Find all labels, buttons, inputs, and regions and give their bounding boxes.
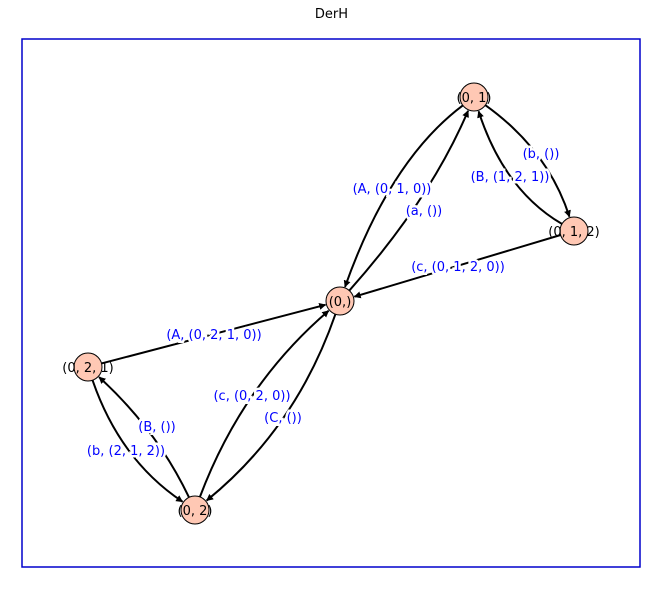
edge-labels-layer: (A, (0, 1, 0))(A, (0, 1, 0))(a, ())(a, (…: [84, 145, 561, 462]
edge-label: (B, (1, 2, 1)): [471, 170, 550, 185]
edge-label-halo: (B, ()): [138, 420, 175, 435]
edge-label-halo: (c, (0, 1, 2, 0)): [411, 260, 505, 275]
node-label: (0,): [329, 295, 352, 310]
node-label: (0, 1, 2): [548, 225, 600, 240]
node-circle: [73, 352, 103, 382]
diagram-title: DerH: [314, 7, 349, 22]
edge-label-halo: (b, (2, 1, 2)): [87, 444, 165, 459]
edge-label: (b, (2, 1, 2)): [87, 444, 165, 459]
edge-label-halo: (b, ()): [523, 147, 560, 162]
edge-label-halo: (A, (0, 1, 0)): [353, 182, 432, 197]
edge-label-halo: (a, ()): [406, 204, 443, 219]
node-label: (0, 2): [178, 504, 213, 519]
edge-label: (a, ()): [406, 204, 443, 219]
edge-n02-to-n021: [98, 376, 190, 498]
edge-label-halo: (B, (1, 2, 1)): [471, 170, 550, 185]
node-label: (0, 1): [457, 91, 492, 106]
edge-n0-to-n01: [348, 110, 470, 292]
edge-n01-to-n012: [484, 104, 571, 218]
plot-frame: [21, 38, 641, 568]
node-label: (0, 2, 1): [62, 361, 114, 376]
edge-n012-to-n0: [353, 234, 561, 299]
edge-label: (A, (0, 1, 0)): [353, 182, 432, 197]
node-circle: [459, 82, 489, 112]
edge-label: (C, ()): [264, 411, 302, 426]
edge-label-halo: (c, (0, 2, 0)): [213, 389, 290, 404]
edge-label: (b, ()): [523, 147, 560, 162]
node-circle: [325, 286, 355, 316]
edges-layer: [91, 104, 571, 503]
edge-label: (A, (0, 2, 1, 0)): [166, 328, 261, 343]
node-circle: [559, 216, 589, 246]
nodes-layer: (0, 1) (0, 1, 2) (0,) (0, 2, 1) (0, 2): [62, 82, 600, 525]
edge-n02-to-n0: [198, 310, 330, 498]
edge-label: (c, (0, 2, 0)): [213, 389, 290, 404]
edge-label-halo: (A, (0, 2, 1, 0)): [166, 328, 261, 343]
edge-n01-to-n0: [343, 104, 464, 288]
node-circle: [180, 495, 210, 525]
edge-n0-to-n02: [206, 313, 337, 502]
edge-label: (B, ()): [138, 420, 175, 435]
edge-label: (c, (0, 1, 2, 0)): [411, 260, 505, 275]
edge-n021-to-n02: [91, 379, 184, 503]
edge-n021-to-n0: [101, 303, 327, 365]
edge-n012-to-n01: [477, 110, 563, 225]
edge-label-halo: (C, ()): [264, 411, 302, 426]
